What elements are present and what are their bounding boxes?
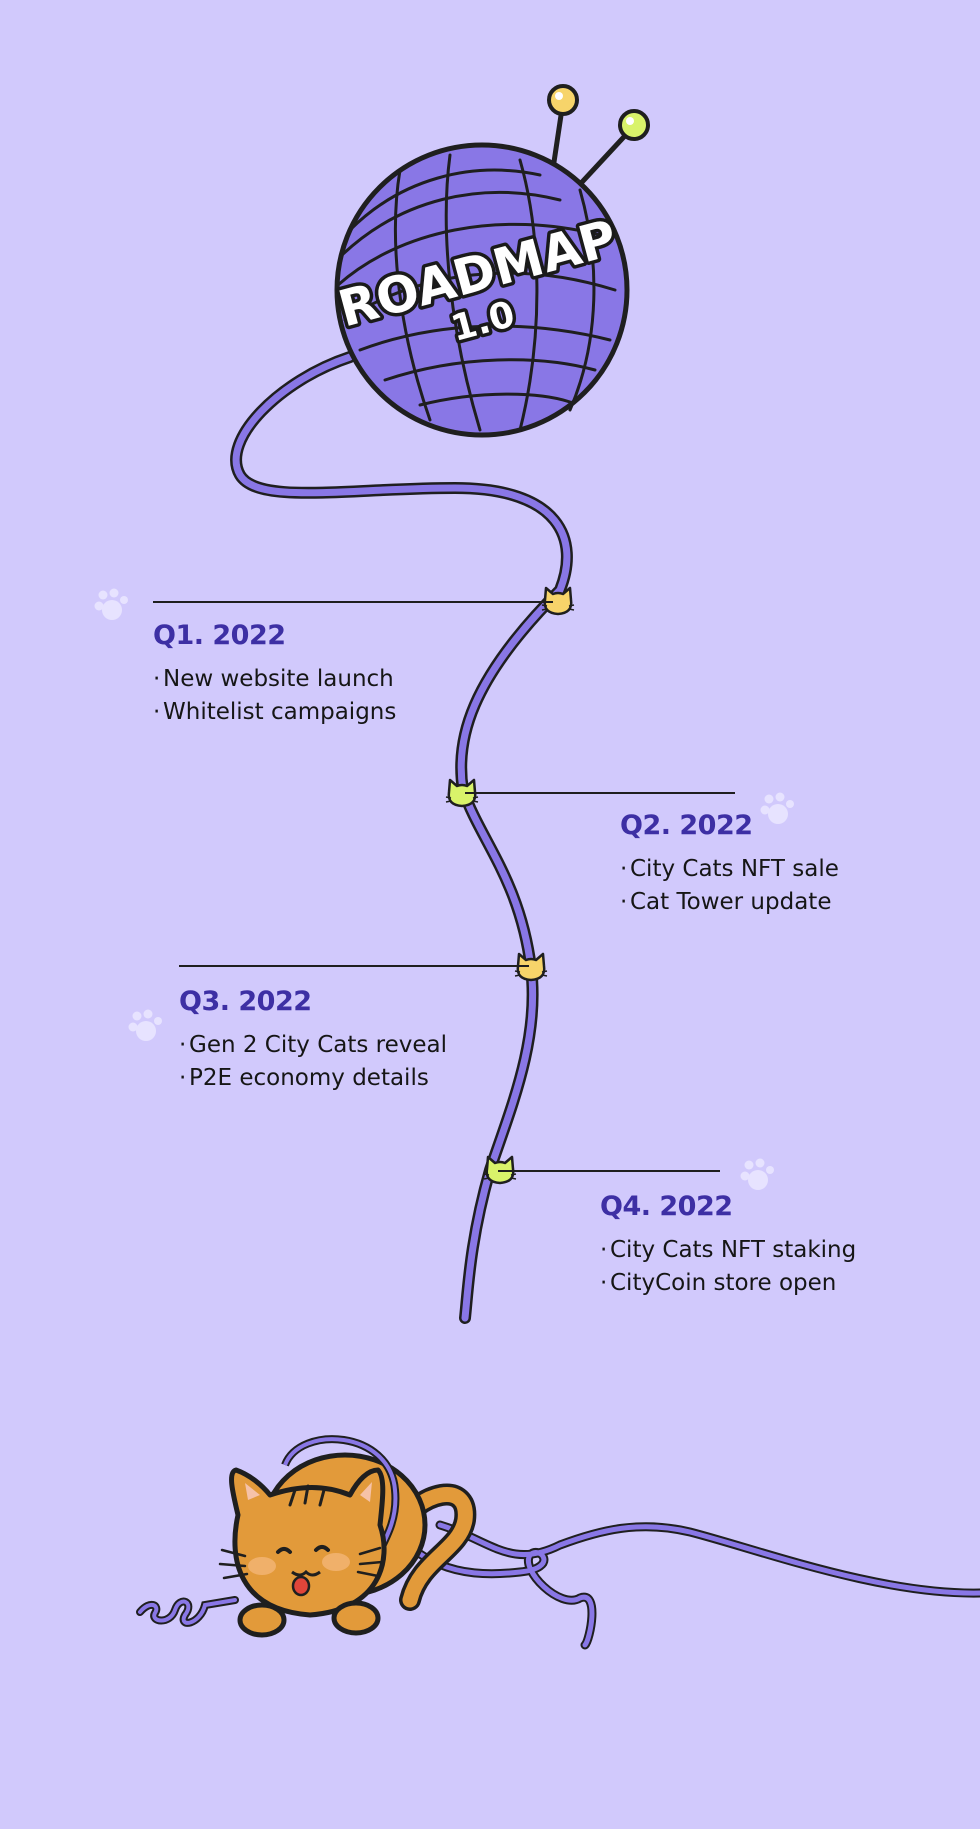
milestone-q2: Q2. 2022 ·City Cats NFT sale ·Cat Tower … [620,812,839,919]
pawprint-icon [94,588,128,620]
milestone-item: ·Cat Tower update [620,889,832,915]
milestone-q4: Q4. 2022 ·City Cats NFT staking ·CityCoi… [600,1193,856,1300]
yarn-string-timeline [230,351,573,1324]
yarn-strand [136,1515,980,1650]
yellow-cat-head-icon [513,952,549,982]
milestone-2-connector [465,792,735,794]
milestone-title: Q1. 2022 [153,620,286,651]
milestone-item: ·Whitelist campaigns [153,699,397,725]
orange-cat-icon [218,1435,477,1638]
green-needle-knob-icon [618,109,650,141]
milestone-3-connector [179,965,529,967]
milestone-q1: Q1. 2022 ·New website launch ·Whitelist … [153,622,396,729]
milestone-item: ·New website launch [153,666,394,692]
milestone-item: ·CityCoin store open [600,1270,837,1296]
milestone-title: Q2. 2022 [620,810,753,841]
milestone-q3: Q3. 2022 ·Gen 2 City Cats reveal ·P2E ec… [179,988,447,1095]
milestone-item: ·P2E economy details [179,1065,429,1091]
pawprint-icon [128,1009,162,1041]
milestone-4-connector [498,1170,720,1172]
milestone-1-connector [153,601,553,603]
yarn-ball-logo: ROADMAP 1.0 [329,84,650,438]
yellow-needle-knob-icon [547,84,579,116]
milestone-item: ·City Cats NFT sale [620,856,839,882]
milestone-title: Q3. 2022 [179,986,312,1017]
milestone-item: ·City Cats NFT staking [600,1237,857,1263]
milestone-title: Q4. 2022 [600,1191,733,1222]
pawprint-icon [740,1158,774,1190]
milestone-item: ·Gen 2 City Cats reveal [179,1032,448,1058]
